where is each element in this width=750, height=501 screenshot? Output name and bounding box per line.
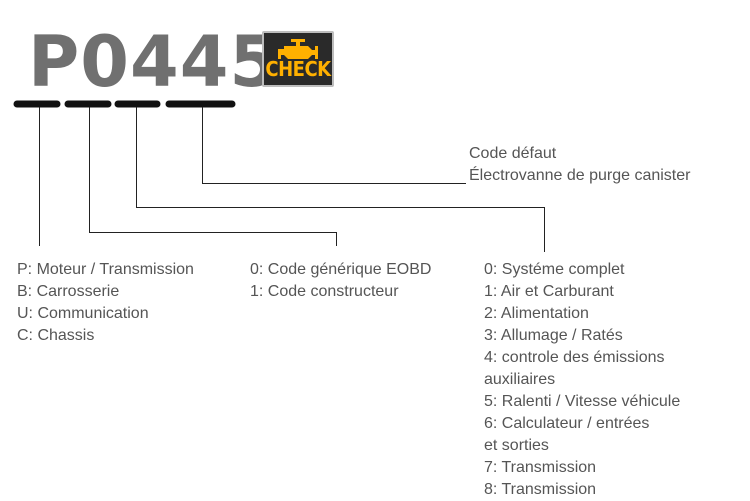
position2-list: 0: Code générique EOBD 1: Code construct… xyxy=(250,259,431,303)
dtc-code: P0445 xyxy=(28,21,280,103)
fault-description: Code défaut Électrovanne de purge canist… xyxy=(469,143,690,187)
list-item: 4: controle des émissions xyxy=(484,349,665,366)
fault-meaning: Électrovanne de purge canister xyxy=(469,167,691,184)
list-item: 0: Systéme complet xyxy=(484,261,625,278)
check-label: CHECK xyxy=(265,57,331,82)
engine-check-icon xyxy=(278,39,318,59)
list-item: 8: Transmission xyxy=(484,481,597,498)
list-item: C: Chassis xyxy=(17,327,95,344)
list-item: et sorties xyxy=(484,437,549,454)
list-item: auxiliaires xyxy=(484,371,556,388)
list-item: 3: Allumage / Ratés xyxy=(484,327,623,344)
check-engine-badge: CHECK xyxy=(262,31,334,87)
leader-line-position2 xyxy=(89,107,337,246)
fault-heading: Code défaut xyxy=(469,145,557,162)
list-item: 7: Transmission xyxy=(484,459,597,476)
list-item: 5: Ralenti / Vitesse véhicule xyxy=(484,393,681,410)
leader-lines xyxy=(39,107,545,252)
list-item: U: Communication xyxy=(17,305,149,322)
list-item: 6: Calculateur / entrées xyxy=(484,415,650,432)
list-item: 0: Code générique EOBD xyxy=(250,261,432,278)
list-item: 2: Alimentation xyxy=(484,305,589,322)
list-item: 1: Code constructeur xyxy=(250,283,399,300)
leader-line-fault xyxy=(202,107,466,184)
position1-list: P: Moteur / Transmission B: Carrosserie … xyxy=(17,259,194,347)
leader-line-position3 xyxy=(136,107,545,252)
position3-list: 0: Systéme complet 1: Air et Carburant 2… xyxy=(484,259,680,501)
list-item: P: Moteur / Transmission xyxy=(17,261,194,278)
list-item: B: Carrosserie xyxy=(17,283,120,300)
list-item: 1: Air et Carburant xyxy=(484,283,614,300)
